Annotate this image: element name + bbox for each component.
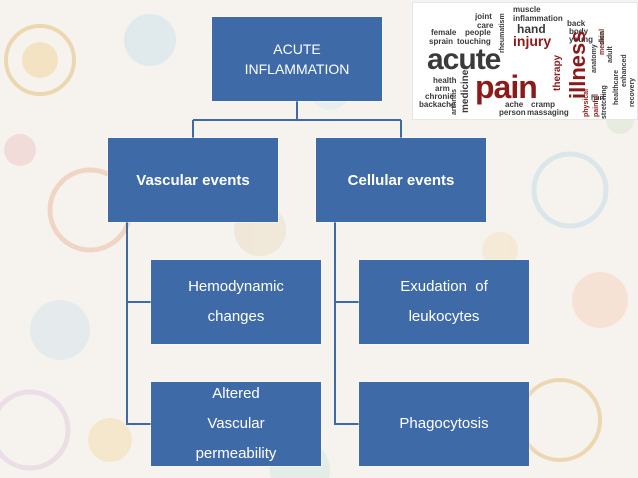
word: acute xyxy=(427,43,501,76)
root-line-2: INFLAMMATION xyxy=(244,61,350,77)
vascular-events-label: Vascular events xyxy=(136,171,250,189)
vascular-events-node: Vascular events xyxy=(108,138,278,222)
word: arm xyxy=(435,84,450,93)
word: healthcare xyxy=(613,69,620,105)
hemodynamic-line-2: changes xyxy=(207,308,265,325)
word: young xyxy=(569,35,593,44)
word: arthritis xyxy=(451,88,458,115)
exudation-line-2: leukocytes xyxy=(408,308,480,325)
word: stretching xyxy=(601,85,608,119)
phagocytosis-node: Phagocytosis xyxy=(359,382,529,466)
permeability-line-3: permeability xyxy=(195,445,277,462)
word: cramp xyxy=(531,100,556,109)
word: pain xyxy=(475,69,538,105)
cellular-events-node: Cellular events xyxy=(316,138,486,222)
word: touching xyxy=(457,37,491,46)
word: people xyxy=(465,28,491,37)
word: adult xyxy=(607,46,614,63)
word: inflammation xyxy=(513,14,563,23)
hemodynamic-line-1: Hemodynamic xyxy=(188,278,284,295)
word: anatomy xyxy=(591,44,598,73)
word: care xyxy=(477,21,494,30)
word: ache xyxy=(505,100,524,109)
word: chronic xyxy=(425,92,454,101)
word: physical xyxy=(583,88,590,117)
word: enhanced xyxy=(621,54,628,87)
word: joint xyxy=(475,12,492,21)
word: injury xyxy=(513,33,552,49)
phagocytosis-label: Phagocytosis xyxy=(399,415,489,432)
word: skin xyxy=(599,30,606,45)
word: massaging xyxy=(527,108,569,117)
word: sprain xyxy=(429,37,454,46)
permeability-line-1: Altered xyxy=(212,385,260,402)
word: body xyxy=(569,27,589,36)
connector-cellular-to-children xyxy=(334,222,359,425)
exudation-line-1: Exudation of xyxy=(400,278,488,295)
permeability-line-2: Vascular xyxy=(207,415,265,432)
altered-vascular-permeability-node: Altered Vascular permeability xyxy=(151,382,321,466)
word: recovery xyxy=(629,77,636,107)
word: hand xyxy=(517,22,546,36)
cellular-events-label: Cellular events xyxy=(347,171,455,189)
word: person xyxy=(499,108,526,117)
word: therapy xyxy=(552,54,563,91)
hemodynamic-changes-node: Hemodynamic changes xyxy=(151,260,321,344)
word-cloud-image: muscle joint inflammation rheumatism han… xyxy=(412,2,638,120)
word: hurt xyxy=(591,95,605,102)
exudation-of-leukocytes-node: Exudation of leukocytes xyxy=(359,260,529,344)
word: medicine xyxy=(460,69,471,113)
word: female xyxy=(431,28,457,37)
connector-root-to-branches xyxy=(192,101,402,138)
connector-vascular-to-children xyxy=(126,222,151,425)
word: back xyxy=(567,19,586,28)
word: health xyxy=(433,76,457,85)
word: muscle xyxy=(513,5,541,14)
word: backache xyxy=(419,100,456,109)
root-line-1: ACUTE xyxy=(273,41,321,57)
root-node: ACUTE INFLAMMATION xyxy=(212,17,382,101)
